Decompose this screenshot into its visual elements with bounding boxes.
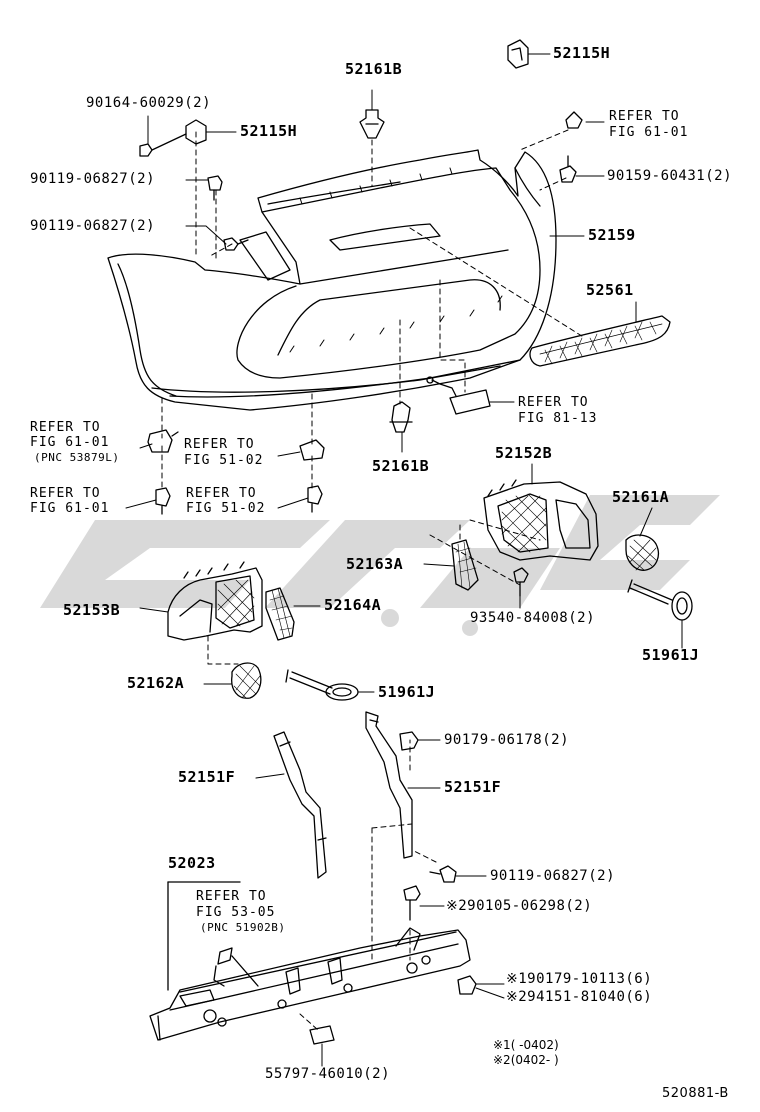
label-52115H-left: 52115H bbox=[240, 122, 298, 140]
note-2-date-range: ※2(0402- ) bbox=[493, 1053, 559, 1067]
label-refer-to-51-02-a-line2: FIG 51-02 bbox=[184, 453, 264, 468]
label-52163A: 52163A bbox=[346, 555, 404, 573]
housing-52153B bbox=[167, 561, 263, 641]
label-90159-60431: 90159-60431(2) bbox=[607, 168, 733, 184]
label-52161B-mid: 52161B bbox=[372, 457, 430, 475]
label-93540-84008: 93540-84008(2) bbox=[470, 610, 596, 626]
label-94151-81040: ※294151-81040(6) bbox=[506, 989, 653, 1005]
label-refer-to-61-01-top-line1: REFER TO bbox=[609, 109, 680, 124]
label-90105-06298: ※290105-06298(2) bbox=[446, 898, 593, 914]
clip-52115H-left bbox=[185, 119, 207, 145]
label-refer-to-51-02-a-line1: REFER TO bbox=[184, 437, 255, 452]
clip-ref-6101-mid bbox=[147, 429, 179, 453]
label-52115H-top: 52115H bbox=[553, 44, 611, 62]
screw-ref-6101-b bbox=[155, 487, 171, 515]
label-refer-to-51-02-b-line2: FIG 51-02 bbox=[186, 501, 266, 516]
label-refer-to-81-13-line1: REFER TO bbox=[518, 395, 589, 410]
pad-52163A bbox=[451, 539, 479, 591]
label-51961J-right: 51961J bbox=[642, 646, 700, 664]
bracket-52151F-left bbox=[273, 731, 327, 879]
clip-ref-5102-a bbox=[299, 439, 325, 461]
label-52023: 52023 bbox=[168, 854, 216, 872]
label-refer-to-51-02-b-line1: REFER TO bbox=[186, 486, 257, 501]
label-90164-60029: 90164-60029(2) bbox=[86, 95, 212, 111]
bolt-90119-c bbox=[429, 865, 457, 883]
reinforcement-52023 bbox=[149, 881, 471, 1041]
label-52151F-right: 52151F bbox=[444, 778, 502, 796]
label-90179-10113: ※190179-10113(6) bbox=[506, 971, 653, 987]
label-refer-to-61-01-low-line2: FIG 61-01 bbox=[30, 501, 110, 516]
label-52153B: 52153B bbox=[63, 601, 121, 619]
housing-52152B bbox=[483, 479, 599, 561]
nut-90179-10113 bbox=[457, 975, 477, 995]
label-52159: 52159 bbox=[588, 226, 636, 244]
note-1-date-range: ※1( -0402) bbox=[493, 1038, 559, 1052]
label-refer-to-61-01-top-line2: FIG 61-01 bbox=[609, 125, 689, 140]
label-90179-06178: 90179-06178(2) bbox=[444, 732, 570, 748]
tow-hook-51961J-mid bbox=[285, 669, 359, 701]
reflector-52161A bbox=[625, 534, 660, 571]
label-52162A: 52162A bbox=[127, 674, 185, 692]
clip-52115H-top bbox=[507, 39, 529, 69]
clip-52161B-top bbox=[359, 109, 385, 139]
screw-90164 bbox=[139, 133, 187, 157]
screw-ref-5102-b bbox=[307, 485, 323, 513]
clip-ref-6101-top bbox=[565, 111, 583, 129]
nut-90179-06178 bbox=[399, 731, 419, 751]
sensor-ref-8113 bbox=[426, 376, 491, 415]
leader-lines bbox=[161, 129, 586, 1031]
label-pnc-53879l: (PNC 53879L) bbox=[34, 451, 120, 464]
bracket-52151F-right bbox=[365, 711, 413, 859]
pad-55797 bbox=[309, 1025, 335, 1045]
bolt-93540 bbox=[513, 567, 529, 597]
clip-52161B-mid bbox=[389, 401, 413, 433]
label-90119-06827-a: 90119-06827(2) bbox=[30, 171, 156, 187]
label-52151F-left: 52151F bbox=[178, 768, 236, 786]
label-51961J-mid: 51961J bbox=[378, 683, 436, 701]
pad-52164A bbox=[265, 587, 295, 641]
label-refer-to-61-01-mid-line2: FIG 61-01 bbox=[30, 435, 110, 450]
tow-hook-51961J-right bbox=[627, 579, 693, 621]
grille-52561 bbox=[529, 315, 671, 367]
label-52152B: 52152B bbox=[495, 444, 553, 462]
reflector-52162A bbox=[231, 662, 262, 699]
label-refer-to-53-05-line2: FIG 53-05 bbox=[196, 905, 276, 920]
label-55797-46010: 55797-46010(2) bbox=[265, 1066, 391, 1082]
bolt-90105 bbox=[403, 885, 421, 921]
bumper-cover bbox=[107, 149, 557, 411]
diagram-code: 520881-B bbox=[662, 1086, 729, 1101]
label-pnc-51902b: (PNC 51902B) bbox=[200, 921, 286, 934]
label-90119-06827-c: 90119-06827(2) bbox=[490, 868, 616, 884]
label-52161A: 52161A bbox=[612, 488, 670, 506]
screw-90159 bbox=[559, 155, 577, 183]
wire-ref-5305 bbox=[213, 947, 259, 987]
label-refer-to-61-01-low-line1: REFER TO bbox=[30, 486, 101, 501]
callout-lines bbox=[125, 53, 683, 1067]
label-52561: 52561 bbox=[586, 281, 634, 299]
label-52164A: 52164A bbox=[324, 596, 382, 614]
label-refer-to-53-05-line1: REFER TO bbox=[196, 889, 267, 904]
label-refer-to-81-13-line2: FIG 81-13 bbox=[518, 411, 598, 426]
bolt-90119-a bbox=[207, 175, 223, 201]
label-90119-06827-b: 90119-06827(2) bbox=[30, 218, 156, 234]
label-refer-to-61-01-mid-line1: REFER TO bbox=[30, 420, 101, 435]
bolt-90119-b bbox=[223, 237, 249, 251]
label-52161B-top: 52161B bbox=[345, 60, 403, 78]
